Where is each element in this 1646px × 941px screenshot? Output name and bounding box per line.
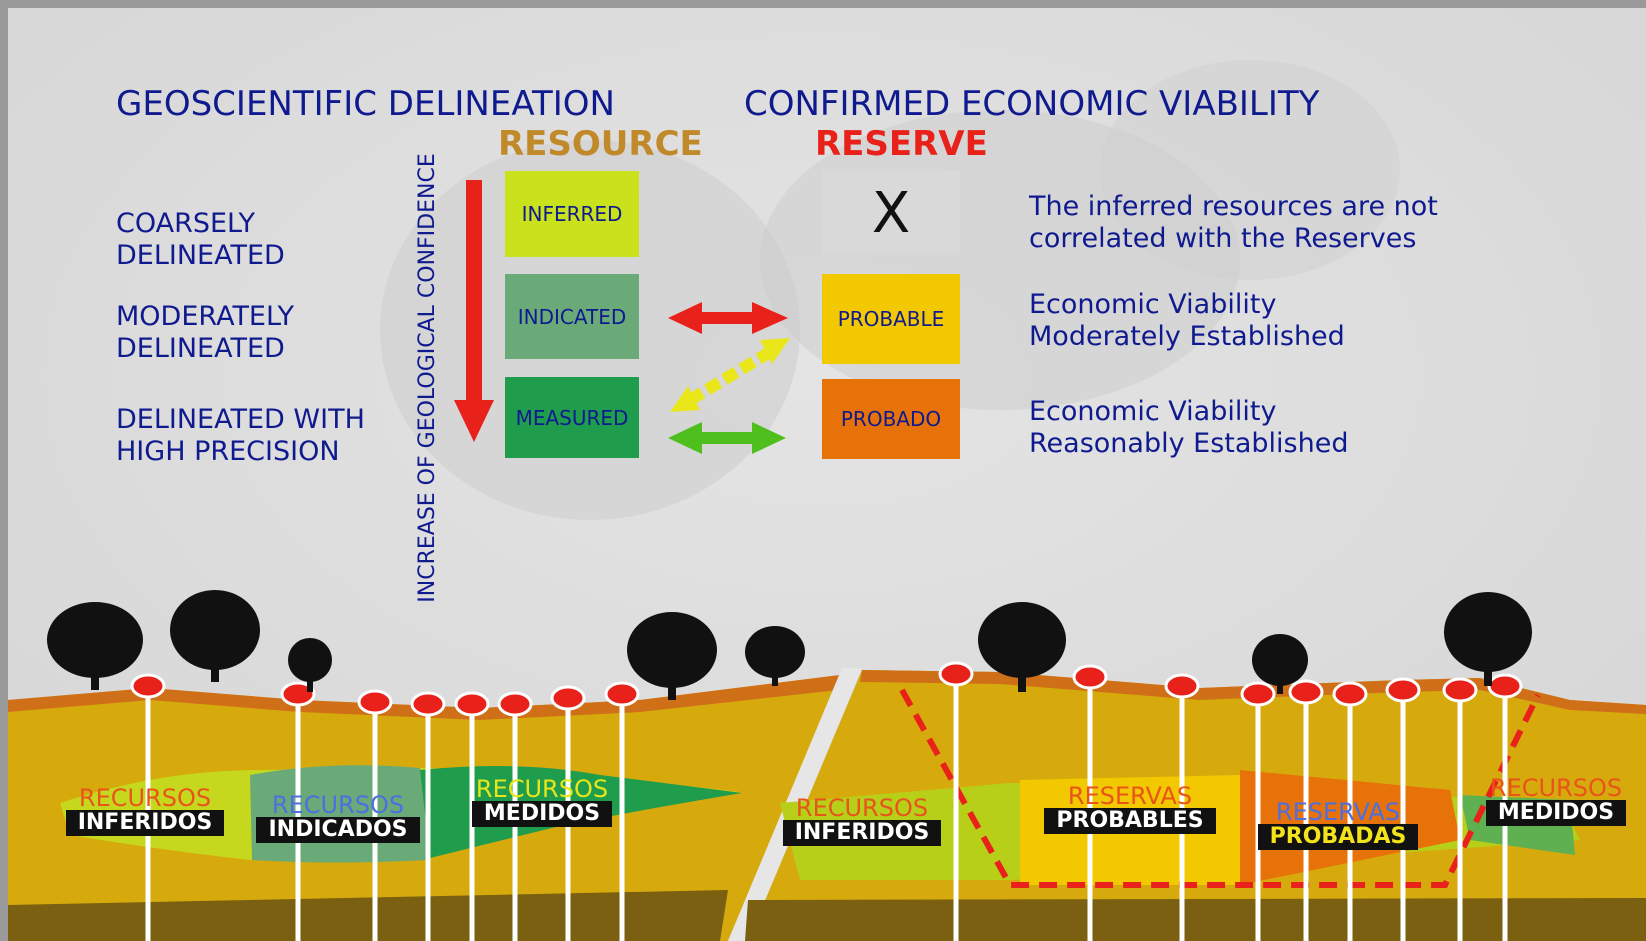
description-line: Moderately Established <box>1029 320 1345 352</box>
description-probable: Economic Viability Moderately Establishe… <box>1029 289 1345 353</box>
trees <box>47 590 1532 700</box>
tag-bottom-label: PROBADAS <box>1257 824 1419 850</box>
reserve-pit-outline <box>899 688 1541 888</box>
tag-top-label: RECURSOS <box>475 775 609 803</box>
tag-bottom-label: MEDIDOS <box>1485 800 1627 826</box>
header-geoscientific: GEOSCIENTIFIC DELINEATION <box>116 84 615 124</box>
tag-bottom-label: INFERIDOS <box>782 820 942 846</box>
tag-top-label: RECURSOS <box>78 784 212 812</box>
description-line: Economic Viability <box>1029 396 1277 427</box>
measured-probable-dashed-arrow <box>670 338 790 412</box>
description-line: Economic Viability <box>1029 289 1277 320</box>
tag-recursos-indicados: RECURSOS INDICADOS <box>248 793 428 843</box>
tag-bottom-label: PROBABLES <box>1044 808 1216 834</box>
tag-reservas-probables: RESERVAS PROBABLES <box>1040 784 1220 834</box>
tag-bottom-label: INFERIDOS <box>65 810 225 836</box>
confidence-axis-label: INCREASE OF GEOLOGICAL CONFIDENCE <box>414 153 440 603</box>
delineation-line: COARSELY <box>116 208 256 239</box>
description-line: Reasonably Established <box>1029 427 1349 459</box>
tag-recursos-inferidos: RECURSOS INFERIDOS <box>55 786 235 836</box>
delineation-line: DELINEATED WITH <box>116 404 365 435</box>
resource-box-measured: MEASURED <box>505 377 639 458</box>
tag-top-label: RESERVAS <box>1067 782 1193 810</box>
delineation-line: MODERATELY <box>116 301 294 332</box>
description-inferred: The inferred resources are not correlate… <box>1029 191 1438 255</box>
delineation-level-moderate: MODERATELY DELINEATED <box>116 301 294 365</box>
tag-recursos-inferidos-right: RECURSOS INFERIDOS <box>772 796 952 846</box>
delineation-line: HIGH PRECISION <box>116 435 340 467</box>
indicated-probable-arrow <box>668 302 788 334</box>
faded-photo-shape <box>1100 60 1400 280</box>
confidence-arrow <box>454 180 494 442</box>
description-line: The inferred resources are not <box>1029 191 1438 222</box>
resource-box-indicated: INDICATED <box>505 274 639 359</box>
tag-bottom-label: MEDIDOS <box>471 801 613 827</box>
column-heading-resource: RESOURCE <box>498 124 703 164</box>
reserve-box-none: X <box>822 171 960 255</box>
reserve-box-probable: PROBABLE <box>822 274 960 364</box>
tag-top-label: RESERVAS <box>1275 798 1401 826</box>
tag-top-label: RECURSOS <box>1489 774 1623 802</box>
tag-recursos-medidos: RECURSOS MEDIDOS <box>452 777 632 827</box>
tag-top-label: RECURSOS <box>271 791 405 819</box>
description-probado: Economic Viability Reasonably Establishe… <box>1029 396 1348 460</box>
delineation-line: DELINEATED <box>116 239 285 271</box>
tag-top-label: RECURSOS <box>795 794 929 822</box>
reserve-box-probado: PROBADO <box>822 379 960 459</box>
delineation-level-high-precision: DELINEATED WITH HIGH PRECISION <box>116 404 365 468</box>
delineation-line: DELINEATED <box>116 332 285 364</box>
tag-reservas-probadas: RESERVAS PROBADAS <box>1248 800 1428 850</box>
header-economic-viability: CONFIRMED ECONOMIC VIABILITY <box>744 84 1320 124</box>
resource-box-inferred: INFERRED <box>505 171 639 257</box>
description-line: correlated with the Reserves <box>1029 222 1417 254</box>
tag-bottom-label: INDICADOS <box>256 817 420 843</box>
column-heading-reserve: RESERVE <box>815 124 988 164</box>
delineation-level-coarse: COARSELY DELINEATED <box>116 208 285 272</box>
measured-probado-arrow <box>668 422 786 454</box>
tag-recursos-medidos-right: RECURSOS MEDIDOS <box>1470 776 1642 826</box>
